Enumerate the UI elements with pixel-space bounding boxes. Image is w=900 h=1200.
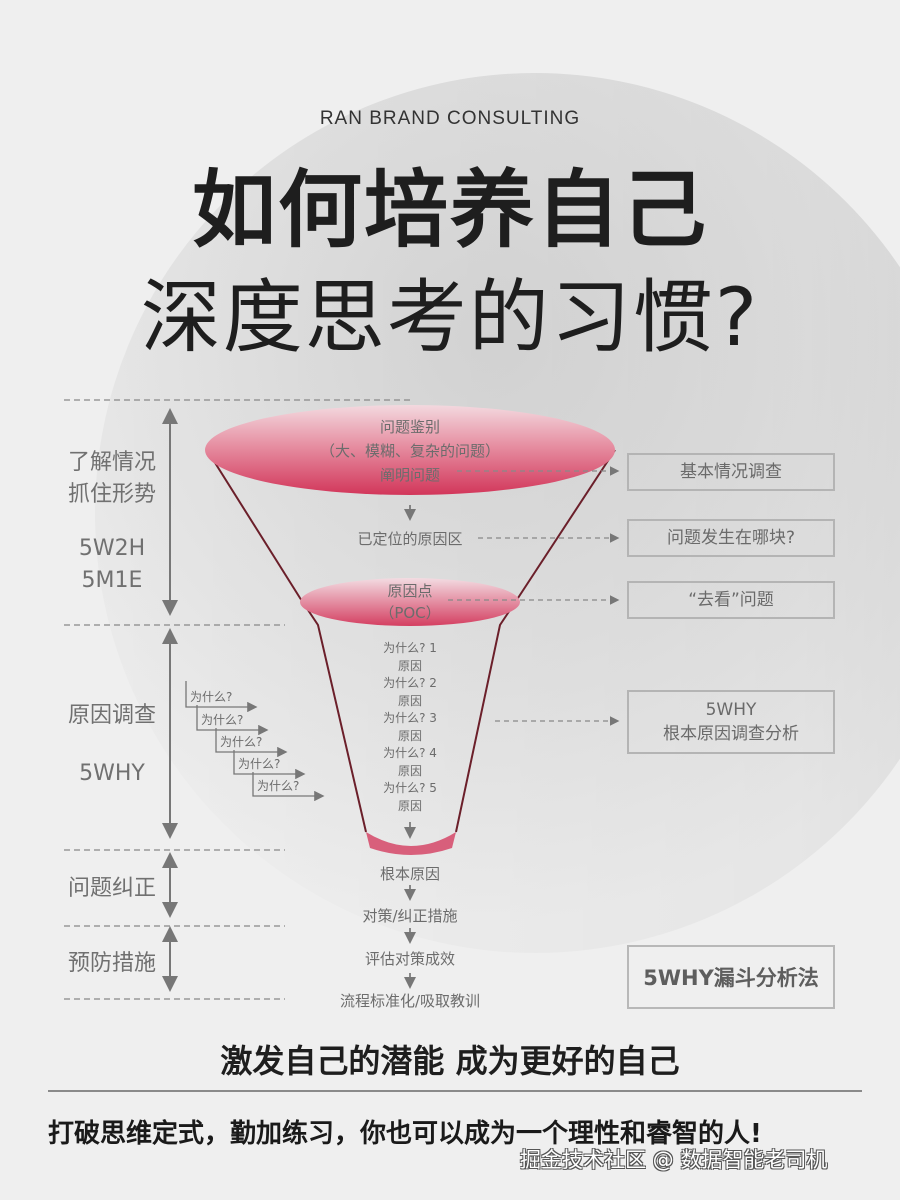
why-step: 为什么?: [201, 713, 244, 727]
box-5why-analysis: 5WHY 根本原因调查分析: [627, 690, 835, 754]
page-title-line2: 深度思考的习惯?: [140, 271, 760, 364]
stage-correction: 问题纠正: [67, 876, 156, 901]
stage-cause-investigation: 原因调查: [67, 703, 156, 728]
located-cause-area: 已定位的原因区: [357, 530, 463, 548]
stage-prevention: 预防措施: [67, 951, 156, 976]
box-go-see: “去看”问题: [627, 581, 835, 619]
slogan: 激发自己的潜能 成为更好的自己: [220, 1042, 680, 1080]
why-step: 为什么?: [238, 757, 281, 771]
poc-ellipse: [300, 578, 520, 626]
funnel-bottom: [366, 832, 456, 855]
page-title-line1: 如何培养自己: [191, 161, 708, 259]
box-where-problem: 问题发生在哪块?: [627, 519, 835, 557]
step-standardize: 流程标准化/吸取教训: [339, 992, 481, 1010]
poc-text: 原因点 （POC）: [379, 582, 441, 622]
method-title: 5WHY漏斗分析法: [627, 945, 835, 1009]
why-step: 为什么?: [220, 735, 263, 749]
why-step: 为什么?: [190, 690, 233, 704]
background-circle: [95, 73, 900, 953]
why-step: 为什么?: [257, 779, 300, 793]
root-cause: 根本原因: [379, 865, 440, 883]
divider: [48, 1090, 862, 1092]
funnel-top-ellipse: [205, 405, 615, 495]
why-chain: 为什么? 1 原因 为什么? 2 原因 为什么? 3 原因 为什么? 4 原因 …: [383, 641, 437, 813]
stage-cause-method: 5WHY: [79, 761, 145, 786]
step-countermeasure: 对策/纠正措施: [362, 907, 458, 925]
brand-name: RAN BRAND CONSULTING: [319, 108, 581, 129]
stage-understand: 了解情况 抓住形势: [67, 450, 156, 507]
stage-understand-methods: 5W2H 5M1E: [78, 536, 146, 593]
box-basic-survey: 基本情况调查: [627, 453, 835, 491]
step-evaluate: 评估对策成效: [364, 950, 455, 968]
subline: 打破思维定式，勤加练习，你也可以成为一个理性和睿智的人!: [48, 1119, 762, 1149]
funnel-top-text: 问题鉴别 （大、模糊、复杂的问题） 阐明问题: [319, 418, 500, 484]
watermark: 掘金技术社区 @ 数据智能老司机: [520, 1148, 828, 1172]
